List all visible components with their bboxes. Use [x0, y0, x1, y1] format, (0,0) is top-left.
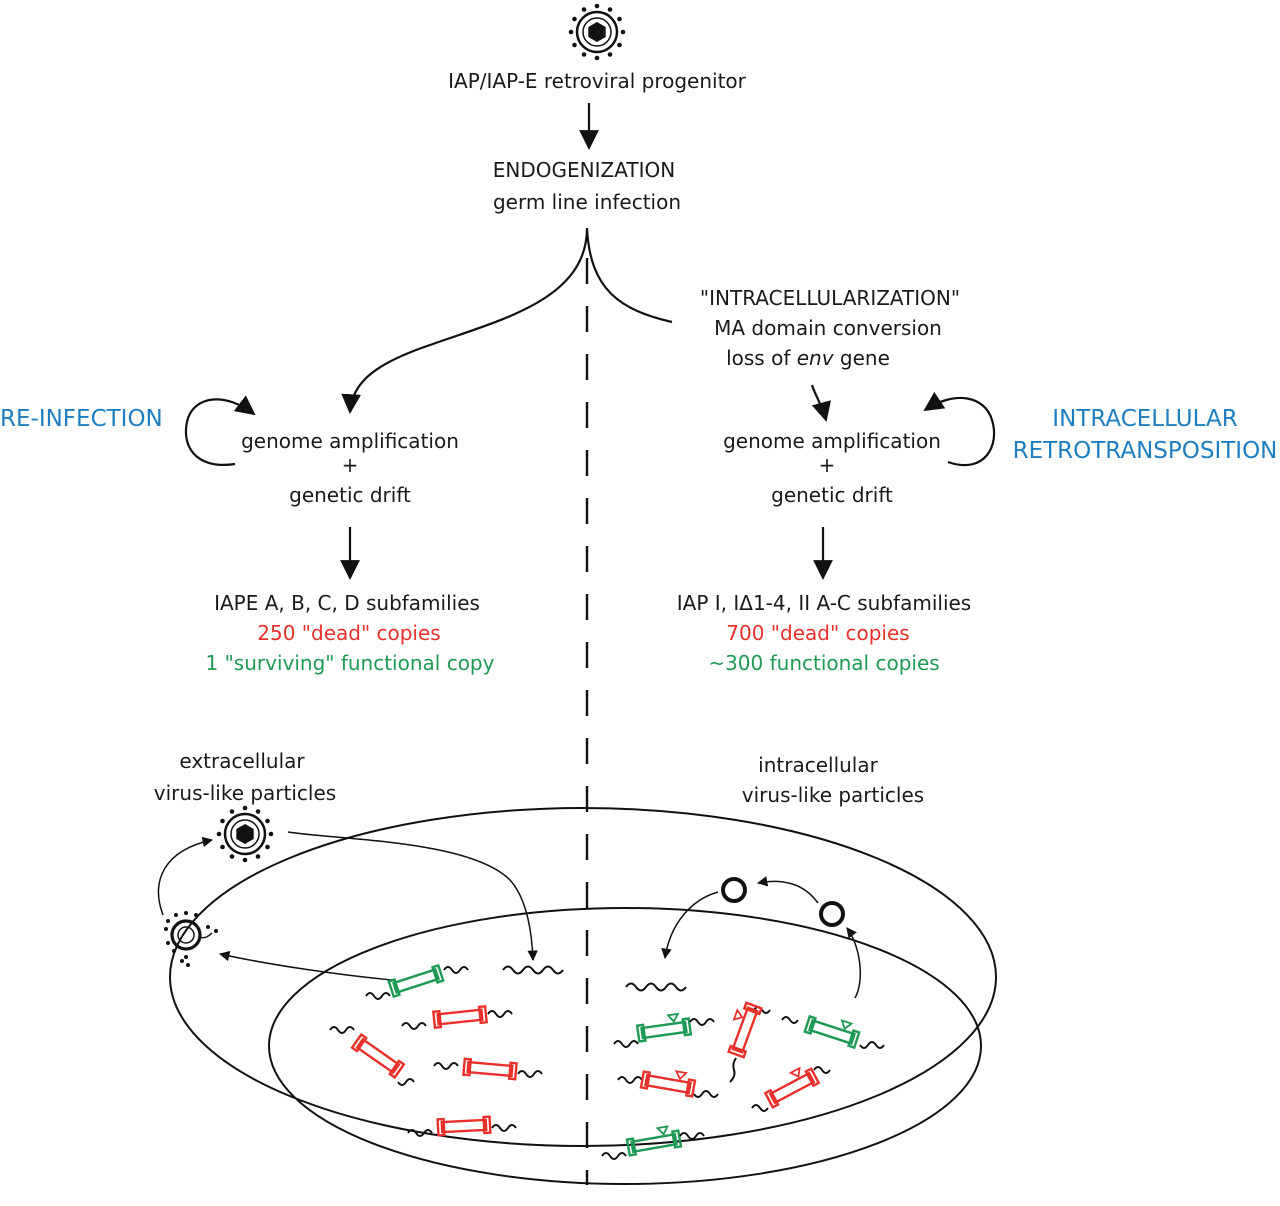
cell-membrane	[169, 807, 997, 1147]
right-particle-formation-arrow	[846, 927, 862, 999]
left-branch-arrow	[341, 227, 589, 414]
right-amplification-label: genome amplification	[723, 429, 941, 453]
right-plus-sign: +	[819, 453, 836, 477]
re-infection-label: RE-INFECTION	[0, 406, 163, 432]
right-dead-element-3	[751, 1066, 831, 1112]
right-drift-label: genetic drift	[771, 483, 893, 507]
right-reinsertion-arrow	[661, 891, 719, 960]
re-infection-loop-arrow	[184, 395, 256, 466]
left-integrated-cdna	[502, 965, 564, 975]
env-gene-name: env	[797, 346, 835, 370]
left-functional-copies: 1 "surviving" functional copy	[206, 651, 495, 675]
right-dead-copies: 700 "dead" copies	[726, 621, 909, 645]
right-functional-element-2	[781, 1014, 885, 1050]
env-loss-suffix: gene	[834, 346, 890, 370]
intracellular-particles-label-2: virus-like particles	[742, 783, 924, 807]
progenitor-virus-icon	[567, 2, 627, 62]
ma-domain-conversion-label: MA domain conversion	[714, 316, 942, 340]
extracellular-virus-icon	[215, 804, 275, 864]
right-dead-element-2	[617, 1070, 719, 1098]
left-dead-element-3	[433, 1057, 543, 1081]
retrotransposition-label: RETROTRANSPOSITION	[1013, 438, 1278, 464]
right-integrated-cdna	[625, 982, 687, 992]
right-functional-element-3	[601, 1125, 705, 1160]
left-dead-element-4	[407, 1115, 517, 1137]
right-subfamilies-label: IAP I, IΔ1-4, II A-C subfamilies	[677, 591, 971, 615]
right-functional-element-1	[613, 1012, 715, 1048]
intracellular-particles-label-1: intracellular	[758, 753, 878, 777]
export-arrow	[218, 950, 393, 981]
left-dead-copies: 250 "dead" copies	[257, 621, 440, 645]
right-particle-transfer-arrow	[756, 876, 819, 904]
left-functional-element	[365, 963, 469, 1000]
right-branch-curve	[585, 227, 673, 324]
left-plus-sign: +	[342, 453, 359, 477]
intracellular-label: INTRACELLULAR	[1052, 406, 1237, 432]
right-down-arrow-1	[810, 384, 831, 422]
right-dead-element-1	[727, 1001, 771, 1083]
right-functional-copies: ~300 functional copies	[708, 651, 939, 675]
endogenization-subtitle: germ line infection	[493, 190, 681, 214]
left-drift-label: genetic drift	[289, 483, 411, 507]
extracellular-label: extracellular	[179, 749, 305, 773]
intracellular-particle-1	[721, 877, 747, 903]
left-amplification-label: genome amplification	[241, 429, 459, 453]
intracellular-particle-2	[819, 901, 845, 927]
left-subfamilies-label: IAPE A, B, C, D subfamilies	[214, 591, 480, 615]
left-dead-element-2	[329, 1026, 415, 1086]
budding-particle-icon	[164, 911, 218, 967]
left-dead-element-1	[401, 1005, 513, 1030]
reinfection-return-arrow	[287, 831, 538, 962]
progenitor-label: IAP/IAP-E retroviral progenitor	[448, 69, 747, 93]
retrotransposition-loop-arrow	[923, 391, 996, 467]
env-loss-label: loss of env gene	[726, 346, 890, 370]
cell-nucleus	[268, 907, 982, 1185]
env-loss-prefix: loss of	[726, 346, 797, 370]
extracellular-particles-label: virus-like particles	[154, 781, 336, 805]
budding-release-arrow	[157, 836, 214, 916]
endogenization-title: ENDOGENIZATION	[493, 158, 675, 182]
intracellularization-title: "INTRACELLULARIZATION"	[700, 286, 960, 310]
